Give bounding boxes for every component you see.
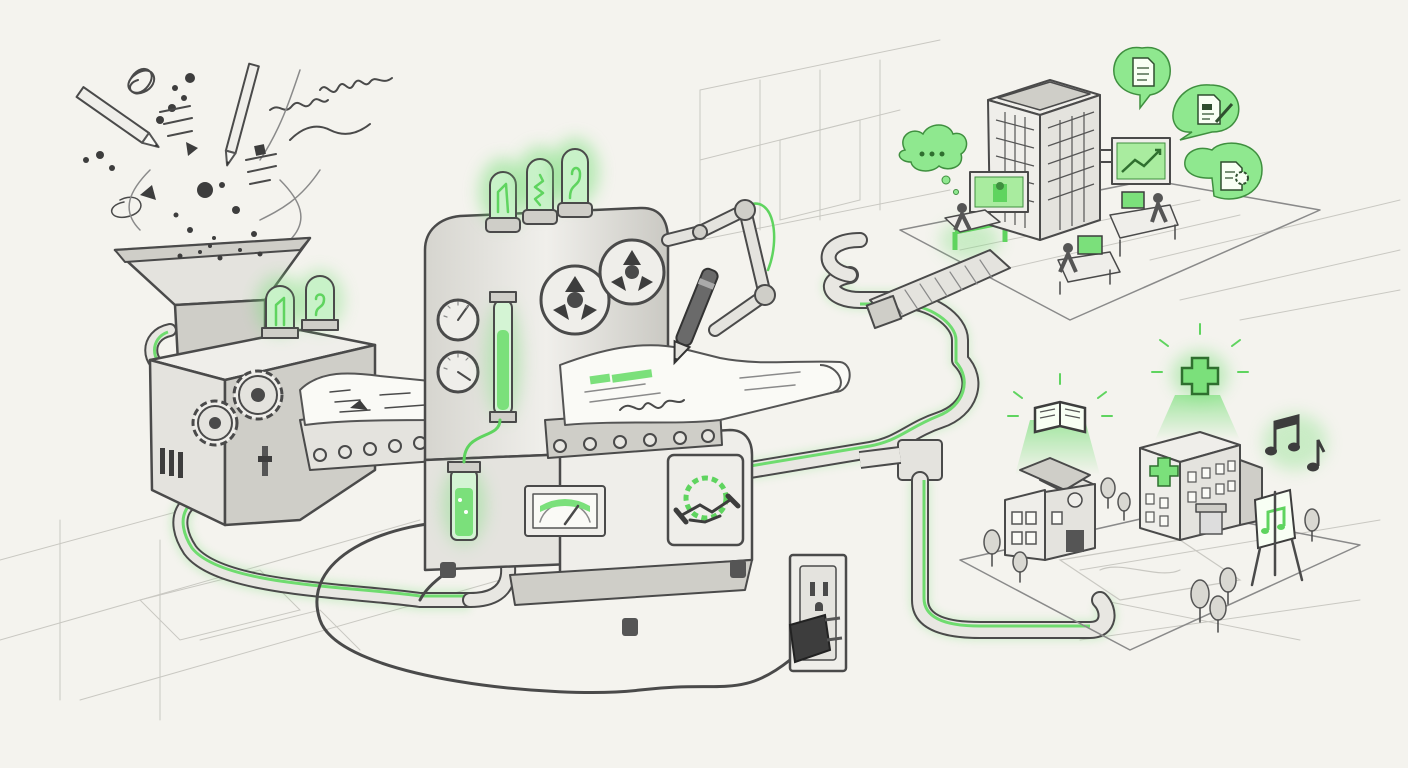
glow-bulb — [296, 270, 344, 331]
film-reel — [539, 264, 611, 336]
pressure-gauge — [436, 350, 480, 394]
display-screen — [969, 171, 1029, 213]
scribble-icon — [111, 68, 393, 241]
medical-cross-icon — [1151, 323, 1249, 440]
speech-bubble-icon — [898, 124, 968, 195]
document-edit-icon — [1172, 84, 1240, 141]
pen-icon — [673, 267, 719, 366]
output-meter — [524, 485, 606, 537]
confetti-dots — [83, 73, 257, 263]
press-machine — [423, 138, 851, 636]
fluid-tube — [485, 291, 521, 423]
glow-bulb — [479, 158, 527, 233]
trees — [983, 477, 1320, 633]
power-plug-icon — [788, 613, 843, 664]
glow-bulb — [551, 138, 599, 218]
idea-burst — [75, 62, 393, 263]
document-edit-icon — [559, 344, 851, 426]
film-reel — [598, 238, 666, 306]
chart-icon — [1099, 137, 1171, 185]
robot-arm — [661, 199, 776, 366]
glow-bulb — [256, 275, 304, 339]
document-icon — [159, 105, 277, 185]
pencil-icon — [224, 62, 260, 167]
office-district — [865, 46, 1321, 330]
pressure-gauge — [436, 298, 480, 342]
document-gear-icon — [1184, 142, 1263, 200]
hospital-building — [1139, 431, 1263, 541]
vent-slots — [160, 448, 183, 478]
pencil-icon — [75, 86, 160, 149]
book-icon — [1007, 373, 1113, 475]
document-icon — [1113, 46, 1171, 111]
school-building — [1004, 457, 1096, 561]
gear-icon — [232, 369, 284, 421]
music-note-icon — [1263, 414, 1327, 472]
handshake-icon — [666, 453, 745, 547]
community-district — [959, 323, 1361, 651]
office-building — [987, 79, 1101, 241]
gear-icon — [191, 399, 239, 447]
fluid-canister — [442, 418, 502, 545]
easel — [1250, 488, 1304, 587]
office-workers — [944, 191, 1179, 295]
